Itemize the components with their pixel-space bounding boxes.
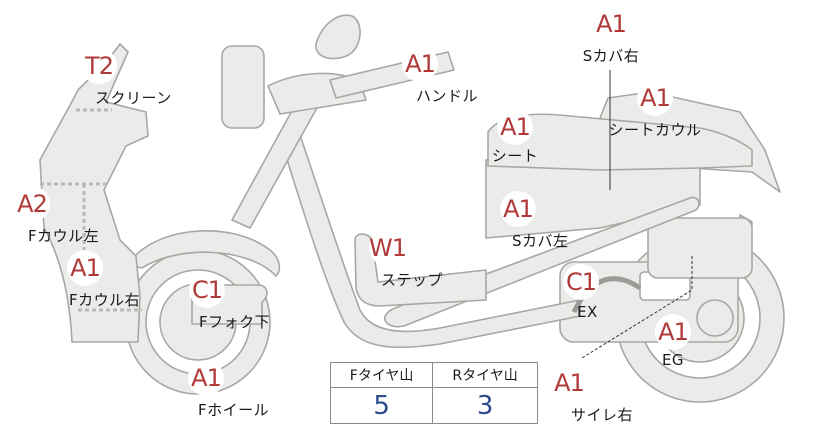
part-engine: A1 EG [655,314,691,369]
front-fender [127,230,281,277]
grade-badge: A1 [67,250,103,286]
part-label: Fカウル左 [28,227,100,245]
part-silencer-right: A1 サイレ右 [551,365,633,424]
part-label: サイレ右 [571,406,634,424]
table-header-row: Fタイヤ山 Rタイヤ山 [329,362,538,388]
part-screen: T2 スクリーン [81,48,171,107]
part-label: Fフォク下 [199,313,271,331]
grade-badge: A1 [188,360,224,396]
part-side-cover-right: A1 Sカバ右 [583,6,639,65]
part-label: EX [577,303,598,321]
tire-tread-table: Fタイヤ山 Rタイヤ山 5 3 [329,362,538,424]
air-box [647,217,753,279]
grade-badge: C1 [563,264,599,300]
front-tread-value: 5 [329,387,434,424]
grade-badge: W1 [369,230,407,266]
part-label: ステップ [381,271,444,289]
grade-badge: A1 [593,6,629,42]
part-label: Fカウル右 [69,291,141,309]
mirror [315,14,361,60]
part-exhaust: C1 EX [563,264,599,321]
part-seat: A1 シート [492,109,538,165]
grade-badge: A1 [637,80,673,116]
part-handle: A1 ハンドル [402,46,478,105]
part-label: スクリーン [95,89,172,107]
part-label: Sカバ右 [582,47,640,65]
table-row: 5 3 [329,387,538,424]
axle-cap [696,299,734,337]
part-side-cover-left: A1 Sカバ左 [500,191,568,250]
grade-badge: A2 [14,186,50,222]
part-label: Sカバ左 [512,232,569,250]
part-label: Fホイール [198,401,270,419]
grade-badge: A1 [402,46,438,82]
grade-badge: A1 [500,191,536,227]
part-front-cowl-left: A2 Fカウル左 [14,186,99,245]
step-floor [354,233,487,307]
part-front-cowl-right: A1 Fカウル右 [67,250,140,309]
exhaust-pipe [571,276,642,314]
front-tread-header: Fタイヤ山 [329,362,434,388]
rear-tread-header: Rタイヤ山 [432,362,538,388]
part-label: EG [661,351,685,369]
grade-badge: C1 [189,272,225,308]
part-front-fork-lower: C1 Fフォク下 [189,272,270,331]
grade-badge: A1 [551,365,587,401]
part-label: ハンドル [416,87,479,105]
part-label: シートカウル [608,121,702,139]
rear-tread-value: 3 [432,387,538,424]
grade-badge: A1 [497,109,533,145]
part-step: W1 ステップ [369,230,443,289]
part-front-wheel: A1 Fホイール [188,360,269,419]
lower-frame [283,134,581,349]
part-label: シート [491,147,539,165]
grade-badge: T2 [81,48,117,84]
part-seat-cowl: A1 シートカウル [608,80,701,139]
headlight [221,45,265,129]
grade-badge: A1 [655,314,691,350]
